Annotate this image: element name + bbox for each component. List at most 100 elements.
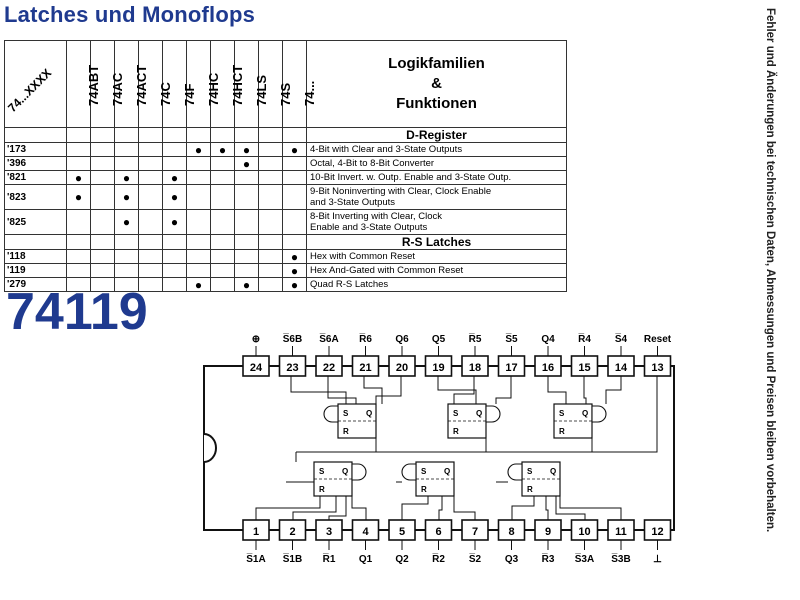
family-header: 74...	[282, 40, 317, 128]
circuit-wire	[547, 376, 567, 404]
availability-dot: ●	[282, 263, 307, 278]
table-row: '173●●●●4-Bit with Clear and 3-State Out…	[4, 142, 567, 157]
chip-body	[203, 365, 675, 531]
top-pin-number: 24	[250, 362, 263, 374]
top-pin-label: S̅4	[615, 333, 628, 345]
empty-cell	[282, 170, 307, 185]
top-pin-label: Q4	[541, 334, 555, 345]
empty-cell	[162, 249, 187, 264]
latch-set-label: S	[421, 467, 427, 476]
function-description: 4-Bit with Clear and 3-State Outputs	[306, 142, 567, 157]
function-description: Hex with Common Reset	[306, 249, 567, 264]
function-description: Octal, 4-Bit to 8-Bit Converter	[306, 156, 567, 171]
empty-cell	[114, 249, 139, 264]
part-code: '118	[4, 249, 67, 264]
empty-cell	[210, 127, 235, 143]
function-description: Hex And-Gated with Common Reset	[306, 263, 567, 278]
part-code: '279	[4, 277, 67, 292]
circuit-wire	[296, 376, 658, 453]
empty-cell	[114, 156, 139, 171]
empty-cell	[258, 127, 283, 143]
empty-cell	[234, 184, 259, 210]
bottom-pin-number: 3	[326, 526, 332, 538]
circuit-wire	[545, 496, 549, 520]
bottom-pin-number: 6	[435, 526, 441, 538]
series-header: 74...XXXX	[4, 40, 67, 128]
family-header-label: 74...	[301, 80, 317, 106]
top-pin-number: 18	[469, 362, 481, 374]
table-row: '119●Hex And-Gated with Common Reset	[4, 263, 567, 278]
circuit-wire	[559, 496, 622, 520]
disclaimer-note: Fehler und Änderungen bei technischen Da…	[764, 8, 776, 533]
empty-cell	[186, 209, 211, 235]
empty-cell	[258, 249, 283, 264]
latch-reset-label: R	[559, 427, 565, 436]
empty-cell	[90, 127, 115, 143]
bottom-pin-label: Q2	[395, 554, 409, 565]
empty-cell	[234, 209, 259, 235]
empty-cell	[66, 249, 91, 264]
family-header: 74HCT	[210, 40, 245, 128]
empty-cell	[4, 127, 67, 143]
empty-cell	[66, 142, 91, 157]
empty-cell	[138, 142, 163, 157]
table-row: '823●●●9-Bit Noninverting with Clear, Cl…	[4, 184, 567, 210]
section-title: R-S Latches	[306, 234, 567, 250]
description-line: 4-Bit with Clear and 3-State Outputs	[310, 144, 463, 155]
empty-cell	[114, 234, 139, 250]
empty-cell	[90, 142, 115, 157]
empty-cell	[186, 234, 211, 250]
empty-cell	[258, 277, 283, 292]
top-pin-label: S̅6B	[283, 333, 302, 345]
empty-cell	[210, 184, 235, 210]
empty-cell	[234, 234, 259, 250]
empty-cell	[162, 263, 187, 278]
latch-reset-label: R	[319, 485, 325, 494]
family-header: 74LS	[234, 40, 269, 128]
empty-cell	[66, 263, 91, 278]
bottom-pin-label: S̅1A	[246, 553, 265, 565]
latch-out-label: Q	[476, 409, 482, 418]
availability-dot: ●	[66, 184, 91, 210]
latch-out-label: Q	[550, 467, 556, 476]
availability-dot: ●	[162, 209, 187, 235]
family-header: 74C	[138, 40, 173, 128]
part-code: '821	[4, 170, 67, 185]
empty-cell	[234, 263, 259, 278]
latch-reset-label: R	[527, 485, 533, 494]
description-line: Hex And-Gated with Common Reset	[310, 265, 464, 276]
description-line: 8-Bit Inverting with Clear, Clock	[310, 211, 442, 222]
empty-cell	[282, 234, 307, 250]
latch-set-label: S	[453, 409, 459, 418]
empty-cell	[210, 234, 235, 250]
part-number: 74119	[6, 283, 148, 341]
description-line: and 3-State Outputs	[310, 197, 396, 208]
latch-out-label: Q	[582, 409, 588, 418]
function-description: 9-Bit Noninverting with Clear, Clock Ena…	[306, 184, 567, 210]
empty-cell	[258, 234, 283, 250]
empty-cell	[90, 263, 115, 278]
top-pin-number: 20	[396, 362, 408, 374]
empty-cell	[162, 127, 187, 143]
empty-cell	[210, 156, 235, 171]
availability-dot: ●	[114, 209, 139, 235]
empty-cell	[258, 209, 283, 235]
empty-cell	[138, 170, 163, 185]
function-header: Logikfamilien & Funktionen	[306, 40, 567, 128]
top-pin-label: Q6	[395, 334, 409, 345]
function-description: 10-Bit Invert. w. Outp. Enable and 3-Sta…	[306, 170, 567, 185]
bottom-pin-number: 1	[253, 526, 259, 538]
top-pin-label: R̅5	[469, 333, 482, 345]
empty-cell	[90, 156, 115, 171]
series-header-label: 74...XXXX	[5, 65, 55, 115]
availability-dot: ●	[234, 277, 259, 292]
empty-cell	[138, 234, 163, 250]
empty-cell	[210, 263, 235, 278]
empty-cell	[138, 156, 163, 171]
table-row: '279●●●Quad R-S Latches	[4, 277, 567, 292]
function-header-line: Logikfamilien	[388, 55, 485, 72]
empty-cell	[186, 156, 211, 171]
empty-cell	[234, 127, 259, 143]
top-pin-number: 21	[359, 362, 371, 374]
empty-cell	[282, 127, 307, 143]
